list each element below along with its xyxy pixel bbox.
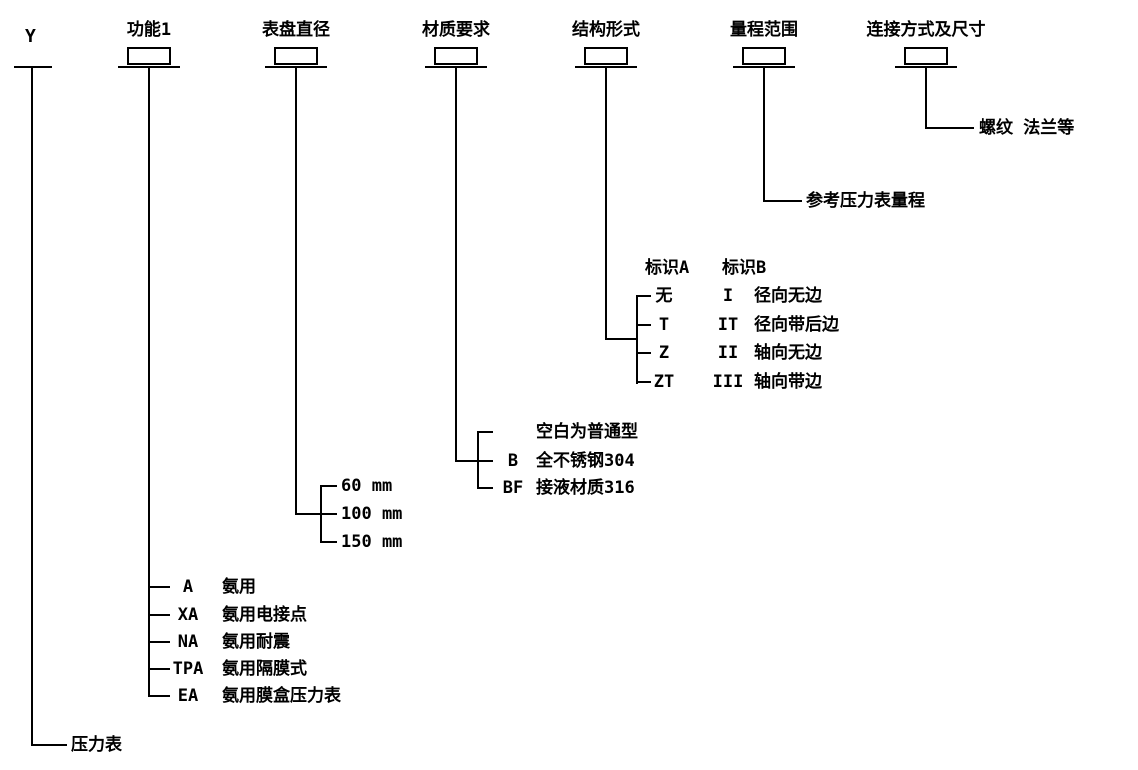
option-code: B [507, 451, 519, 471]
option-label: 空白为普通型 [536, 422, 638, 442]
branch-junction-line [295, 513, 337, 515]
option-row: ZT III 轴向带边 [651, 372, 822, 392]
branch-tick [148, 586, 170, 588]
branch-tick [320, 541, 337, 543]
column-line-structure [605, 68, 607, 340]
box-underline-material [425, 66, 487, 68]
branch-tick [477, 487, 493, 489]
branch-tick [636, 324, 651, 326]
branch-junction-line [605, 338, 638, 340]
mark-a-column-header: 标识A [645, 258, 690, 278]
column-header-structure: 结构形式 [572, 20, 640, 40]
mark-b-code: I [722, 286, 734, 306]
column-header-function1: 功能1 [126, 20, 172, 40]
option-row: XA 氨用电接点 [166, 605, 307, 625]
option-code: BF [502, 478, 524, 498]
box-underline-range [733, 66, 795, 68]
option-label: 150 mm [341, 532, 403, 552]
option-label: 100 mm [341, 504, 403, 524]
option-label: 氨用电接点 [222, 605, 307, 625]
column-line-range [763, 68, 765, 202]
option-row: Z II 轴向无边 [651, 343, 822, 363]
mark-b-column-header: 标识B [722, 258, 767, 278]
option-code: XA [177, 605, 199, 625]
bracket-line [320, 485, 322, 543]
bracket-line [636, 295, 638, 384]
option-row: A 氨用 [166, 577, 256, 597]
column-header-connection: 连接方式及尺寸 [866, 20, 986, 40]
option-row: NA 氨用耐震 [166, 632, 290, 652]
connection-note: 螺纹 法兰等 [979, 118, 1075, 138]
option-label: 轴向带边 [754, 372, 822, 392]
option-row: 无 I 径向无边 [651, 286, 823, 306]
option-row: BF 接液材质316 [493, 478, 635, 498]
code-box-range [742, 47, 786, 65]
option-code: EA [177, 686, 199, 706]
box-underline-connection [895, 66, 957, 68]
branch-tick [925, 127, 974, 129]
bracket-line [477, 431, 479, 489]
mark-a-code: ZT [653, 372, 675, 392]
branch-tick [148, 668, 170, 670]
option-row: B 全不锈钢304 [493, 451, 635, 471]
column-header-material: 材质要求 [422, 20, 490, 40]
option-label: 全不锈钢304 [536, 451, 635, 471]
option-row: 60 mm [341, 476, 392, 496]
mark-b-code: IT [717, 315, 739, 335]
column-header-dial-diameter: 表盘直径 [262, 20, 330, 40]
code-box-material [434, 47, 478, 65]
mark-b-code: II [717, 343, 739, 363]
option-row: 空白为普通型 [493, 422, 638, 442]
column-header-range: 量程范围 [730, 20, 798, 40]
option-label: 径向无边 [754, 286, 822, 306]
branch-tick [148, 695, 170, 697]
column-line-connection [925, 68, 927, 129]
option-row: 150 mm [341, 532, 402, 552]
root-branch-tick [31, 744, 67, 746]
branch-tick [636, 381, 651, 383]
option-label: 60 mm [341, 476, 393, 496]
root-underline [14, 66, 52, 68]
box-underline-function1 [118, 66, 180, 68]
branch-tick [320, 485, 337, 487]
root-connector-line [31, 68, 33, 746]
box-underline-dial-diameter [265, 66, 327, 68]
option-code: A [182, 577, 194, 597]
option-row: EA 氨用膜盒压力表 [166, 686, 341, 706]
option-label: 氨用 [222, 577, 256, 597]
option-label: 轴向无边 [754, 343, 822, 363]
mark-a-code: Z [658, 343, 670, 363]
range-note: 参考压力表量程 [806, 191, 925, 211]
branch-junction-line [455, 460, 493, 462]
code-box-connection [904, 47, 948, 65]
option-label: 氨用膜盒压力表 [222, 686, 341, 706]
option-label: 接液材质316 [536, 478, 635, 498]
code-box-structure [584, 47, 628, 65]
mark-a-code: 无 [655, 286, 673, 306]
branch-tick [763, 200, 802, 202]
mark-b-code: III [712, 372, 744, 392]
branch-tick [148, 614, 170, 616]
mark-a-code: T [658, 315, 670, 335]
box-underline-structure [575, 66, 637, 68]
column-line-material [455, 68, 457, 461]
branch-tick [636, 352, 651, 354]
column-line-dial-diameter [295, 68, 297, 515]
branch-tick [148, 641, 170, 643]
column-line-function1 [148, 68, 150, 697]
option-code: TPA [172, 659, 204, 679]
root-label: 压力表 [71, 735, 122, 755]
branch-tick [477, 431, 493, 433]
option-label: 径向带后边 [754, 315, 839, 335]
option-row: T IT 径向带后边 [651, 315, 839, 335]
root-code-label: Y [25, 26, 36, 47]
option-row: TPA 氨用隔膜式 [166, 659, 307, 679]
option-label: 氨用耐震 [222, 632, 290, 652]
option-code: NA [177, 632, 199, 652]
option-label: 氨用隔膜式 [222, 659, 307, 679]
code-box-dial-diameter [274, 47, 318, 65]
branch-tick [636, 295, 651, 297]
code-box-function1 [127, 47, 171, 65]
option-row: 100 mm [341, 504, 402, 524]
